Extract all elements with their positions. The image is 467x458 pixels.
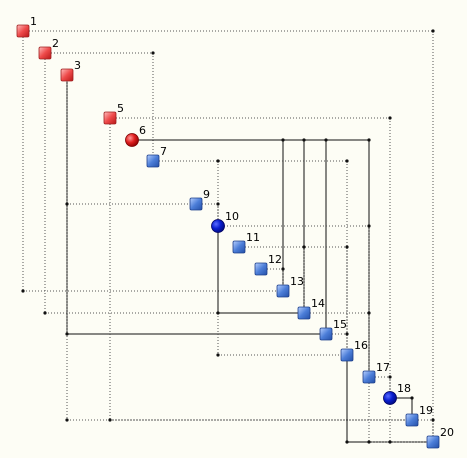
node-label-3: 3 [74,59,81,72]
node-label-12: 12 [268,253,282,266]
edge-3-9-corner [65,202,69,206]
node-label-19: 19 [419,404,433,417]
node-circle-10 [211,219,225,233]
node-square-19 [405,413,419,427]
node-square-5 [103,111,117,125]
node-square-16 [340,348,354,362]
node-square-13 [276,284,290,298]
edge-3-15-corner [65,332,69,336]
node-5: 5 [103,102,124,125]
edge-6-15-corner [324,138,328,142]
edge-17-18-corner [388,375,392,379]
edges-layer [22,30,434,443]
node-label-6: 6 [139,124,146,137]
node-9: 9 [189,188,210,211]
node-label-17: 17 [376,361,390,374]
node-square-12 [254,262,268,276]
node-7: 7 [146,145,167,168]
edge-5-18-corner [388,116,392,120]
node-label-18: 18 [397,382,411,395]
node-label-7: 7 [160,145,167,158]
edge-16-20-corner [345,440,349,444]
node-2: 2 [38,37,59,60]
node-square-14 [297,306,311,320]
edge-3-19-corner [65,418,69,422]
node-14: 14 [297,297,325,320]
node-square-11 [232,240,246,254]
edge-12-13-corner [281,267,285,271]
node-19: 19 [405,404,433,427]
node-label-13: 13 [290,275,304,288]
edge-10-16-corner [216,353,220,357]
node-square-3 [60,68,74,82]
node-label-10: 10 [225,210,239,223]
node-label-1: 1 [30,15,37,28]
node-16: 16 [340,339,368,362]
node-13: 13 [276,275,304,298]
node-3: 3 [60,59,81,82]
edge-1-13-corner [21,289,25,293]
node-square-1 [16,24,30,38]
node-square-2 [38,46,52,60]
edge-6-17-corner [367,138,371,142]
edge-15-16-corner [345,332,349,336]
node-label-2: 2 [52,37,59,50]
node-square-20 [426,435,440,449]
node-10: 10 [211,210,239,233]
node-circle-18 [383,391,397,405]
edge-14-17-corner [367,311,371,315]
edge-6-14-corner [302,138,306,142]
edge-6-13-corner [281,138,285,142]
node-label-11: 11 [246,231,260,244]
node-square-17 [362,370,376,384]
edge-10-14-corner [216,311,220,315]
junction-dots-layer [21,29,435,444]
edge-11-14-corner [302,245,306,249]
edge-19-20-corner [431,418,435,422]
node-1: 1 [16,15,37,38]
edge-2-14-corner [43,311,47,315]
node-17: 17 [362,361,390,384]
edge-18-19-corner [410,396,414,400]
edge-17-20-corner [367,440,371,444]
node-label-20: 20 [440,426,454,439]
edge-1-20-corner [431,29,435,33]
edge-2-7-corner [151,51,155,55]
node-circle-6 [125,133,139,147]
node-11: 11 [232,231,260,254]
node-6: 6 [125,124,146,147]
node-label-14: 14 [311,297,325,310]
edge-18-20-corner [388,440,392,444]
node-square-7 [146,154,160,168]
node-label-16: 16 [354,339,368,352]
node-15: 15 [319,318,347,341]
edge-11-16-corner [345,245,349,249]
node-label-5: 5 [117,102,124,115]
edge-5-19-corner [108,418,112,422]
edge-10-17-corner [367,224,371,228]
edge-7-10-corner [216,159,220,163]
node-label-9: 9 [203,188,210,201]
node-20: 20 [426,426,454,449]
node-18: 18 [383,382,411,405]
node-square-15 [319,327,333,341]
edge-7-16-corner [345,159,349,163]
node-square-9 [189,197,203,211]
edge-9-10-corner [216,202,220,206]
node-label-15: 15 [333,318,347,331]
node-12: 12 [254,253,282,276]
